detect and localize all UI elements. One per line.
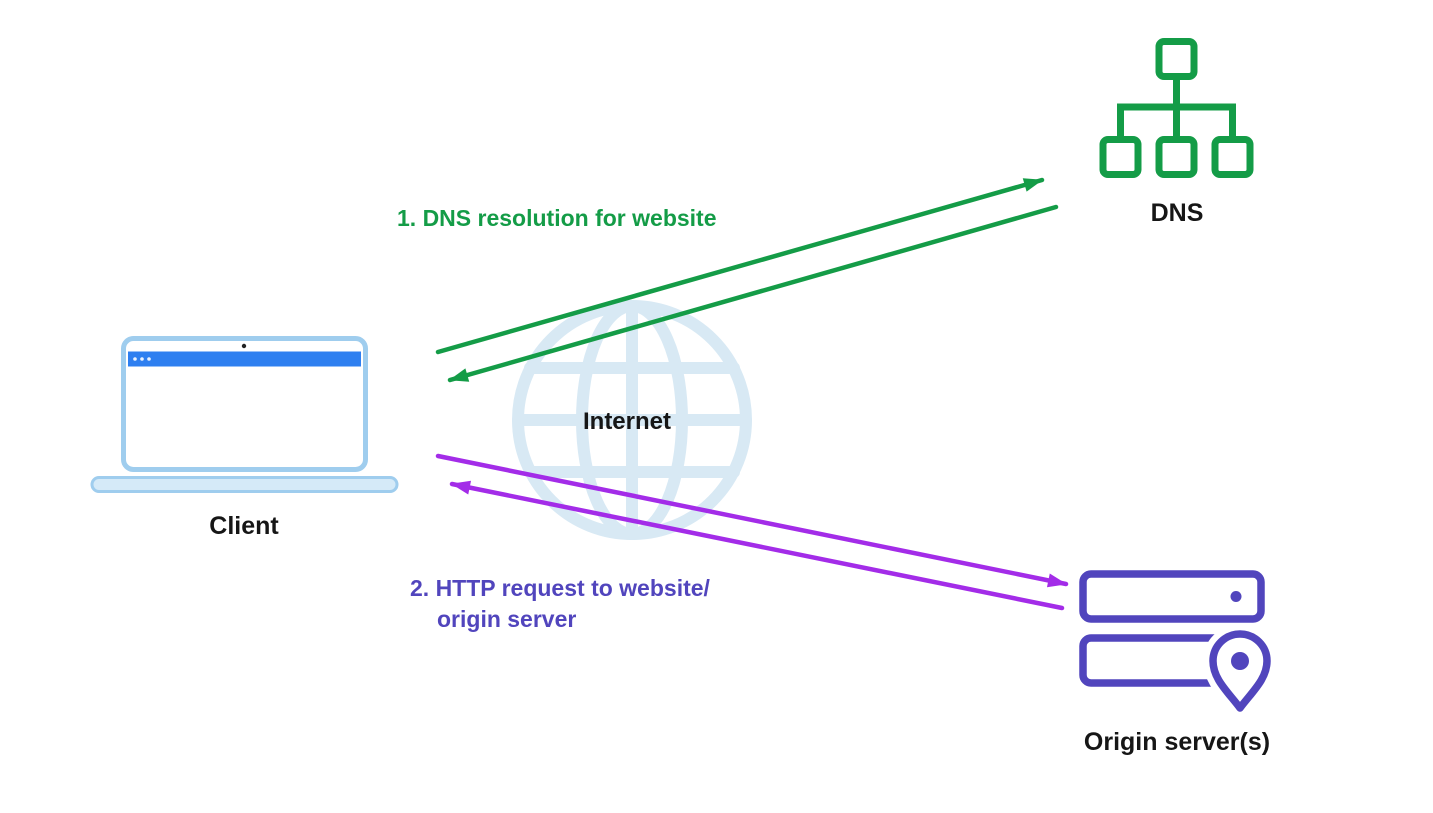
dns-label: DNS	[1150, 199, 1204, 227]
window-dot-3	[147, 357, 151, 361]
dns-leaf-node-middle	[1155, 136, 1198, 178]
internet-globe-icon	[512, 300, 752, 540]
dns-tree-icon	[1099, 38, 1254, 178]
origin-server-icon	[1079, 570, 1278, 725]
http-request-arrow	[435, 453, 1069, 588]
laptop-screen	[121, 336, 368, 472]
http-flow-label-line1: 2. HTTP request to website/	[410, 575, 710, 601]
dns-flow-arrows	[435, 177, 1059, 383]
window-dot-2	[140, 357, 144, 361]
dns-flow-label: 1. DNS resolution for website	[397, 205, 717, 231]
client-label: Client	[209, 512, 279, 540]
window-dot-1	[133, 357, 137, 361]
location-pin-dot	[1231, 652, 1249, 670]
dns-leaf-node-left	[1099, 136, 1142, 178]
dns-leaf-node-right	[1211, 136, 1254, 178]
dns-root-node	[1155, 38, 1198, 80]
location-pin-icon	[1209, 630, 1271, 712]
http-response-arrow	[449, 480, 1065, 611]
client-laptop-icon	[90, 336, 399, 493]
origin-server-label: Origin server(s)	[1083, 728, 1271, 756]
http-flow-label: 2. HTTP request to website/ origin serve…	[410, 573, 710, 635]
laptop-title-bar	[128, 351, 361, 367]
server-indicator-dot	[1230, 591, 1242, 602]
http-flow-label-line2: origin server	[437, 606, 577, 632]
laptop-camera-dot	[241, 343, 247, 349]
internet-label: Internet	[582, 408, 671, 435]
server-unit-top	[1079, 570, 1265, 623]
laptop-base	[90, 476, 399, 493]
dns-response-arrow	[447, 204, 1059, 383]
dns-request-arrow	[435, 177, 1045, 355]
http-flow-arrows	[435, 453, 1069, 611]
